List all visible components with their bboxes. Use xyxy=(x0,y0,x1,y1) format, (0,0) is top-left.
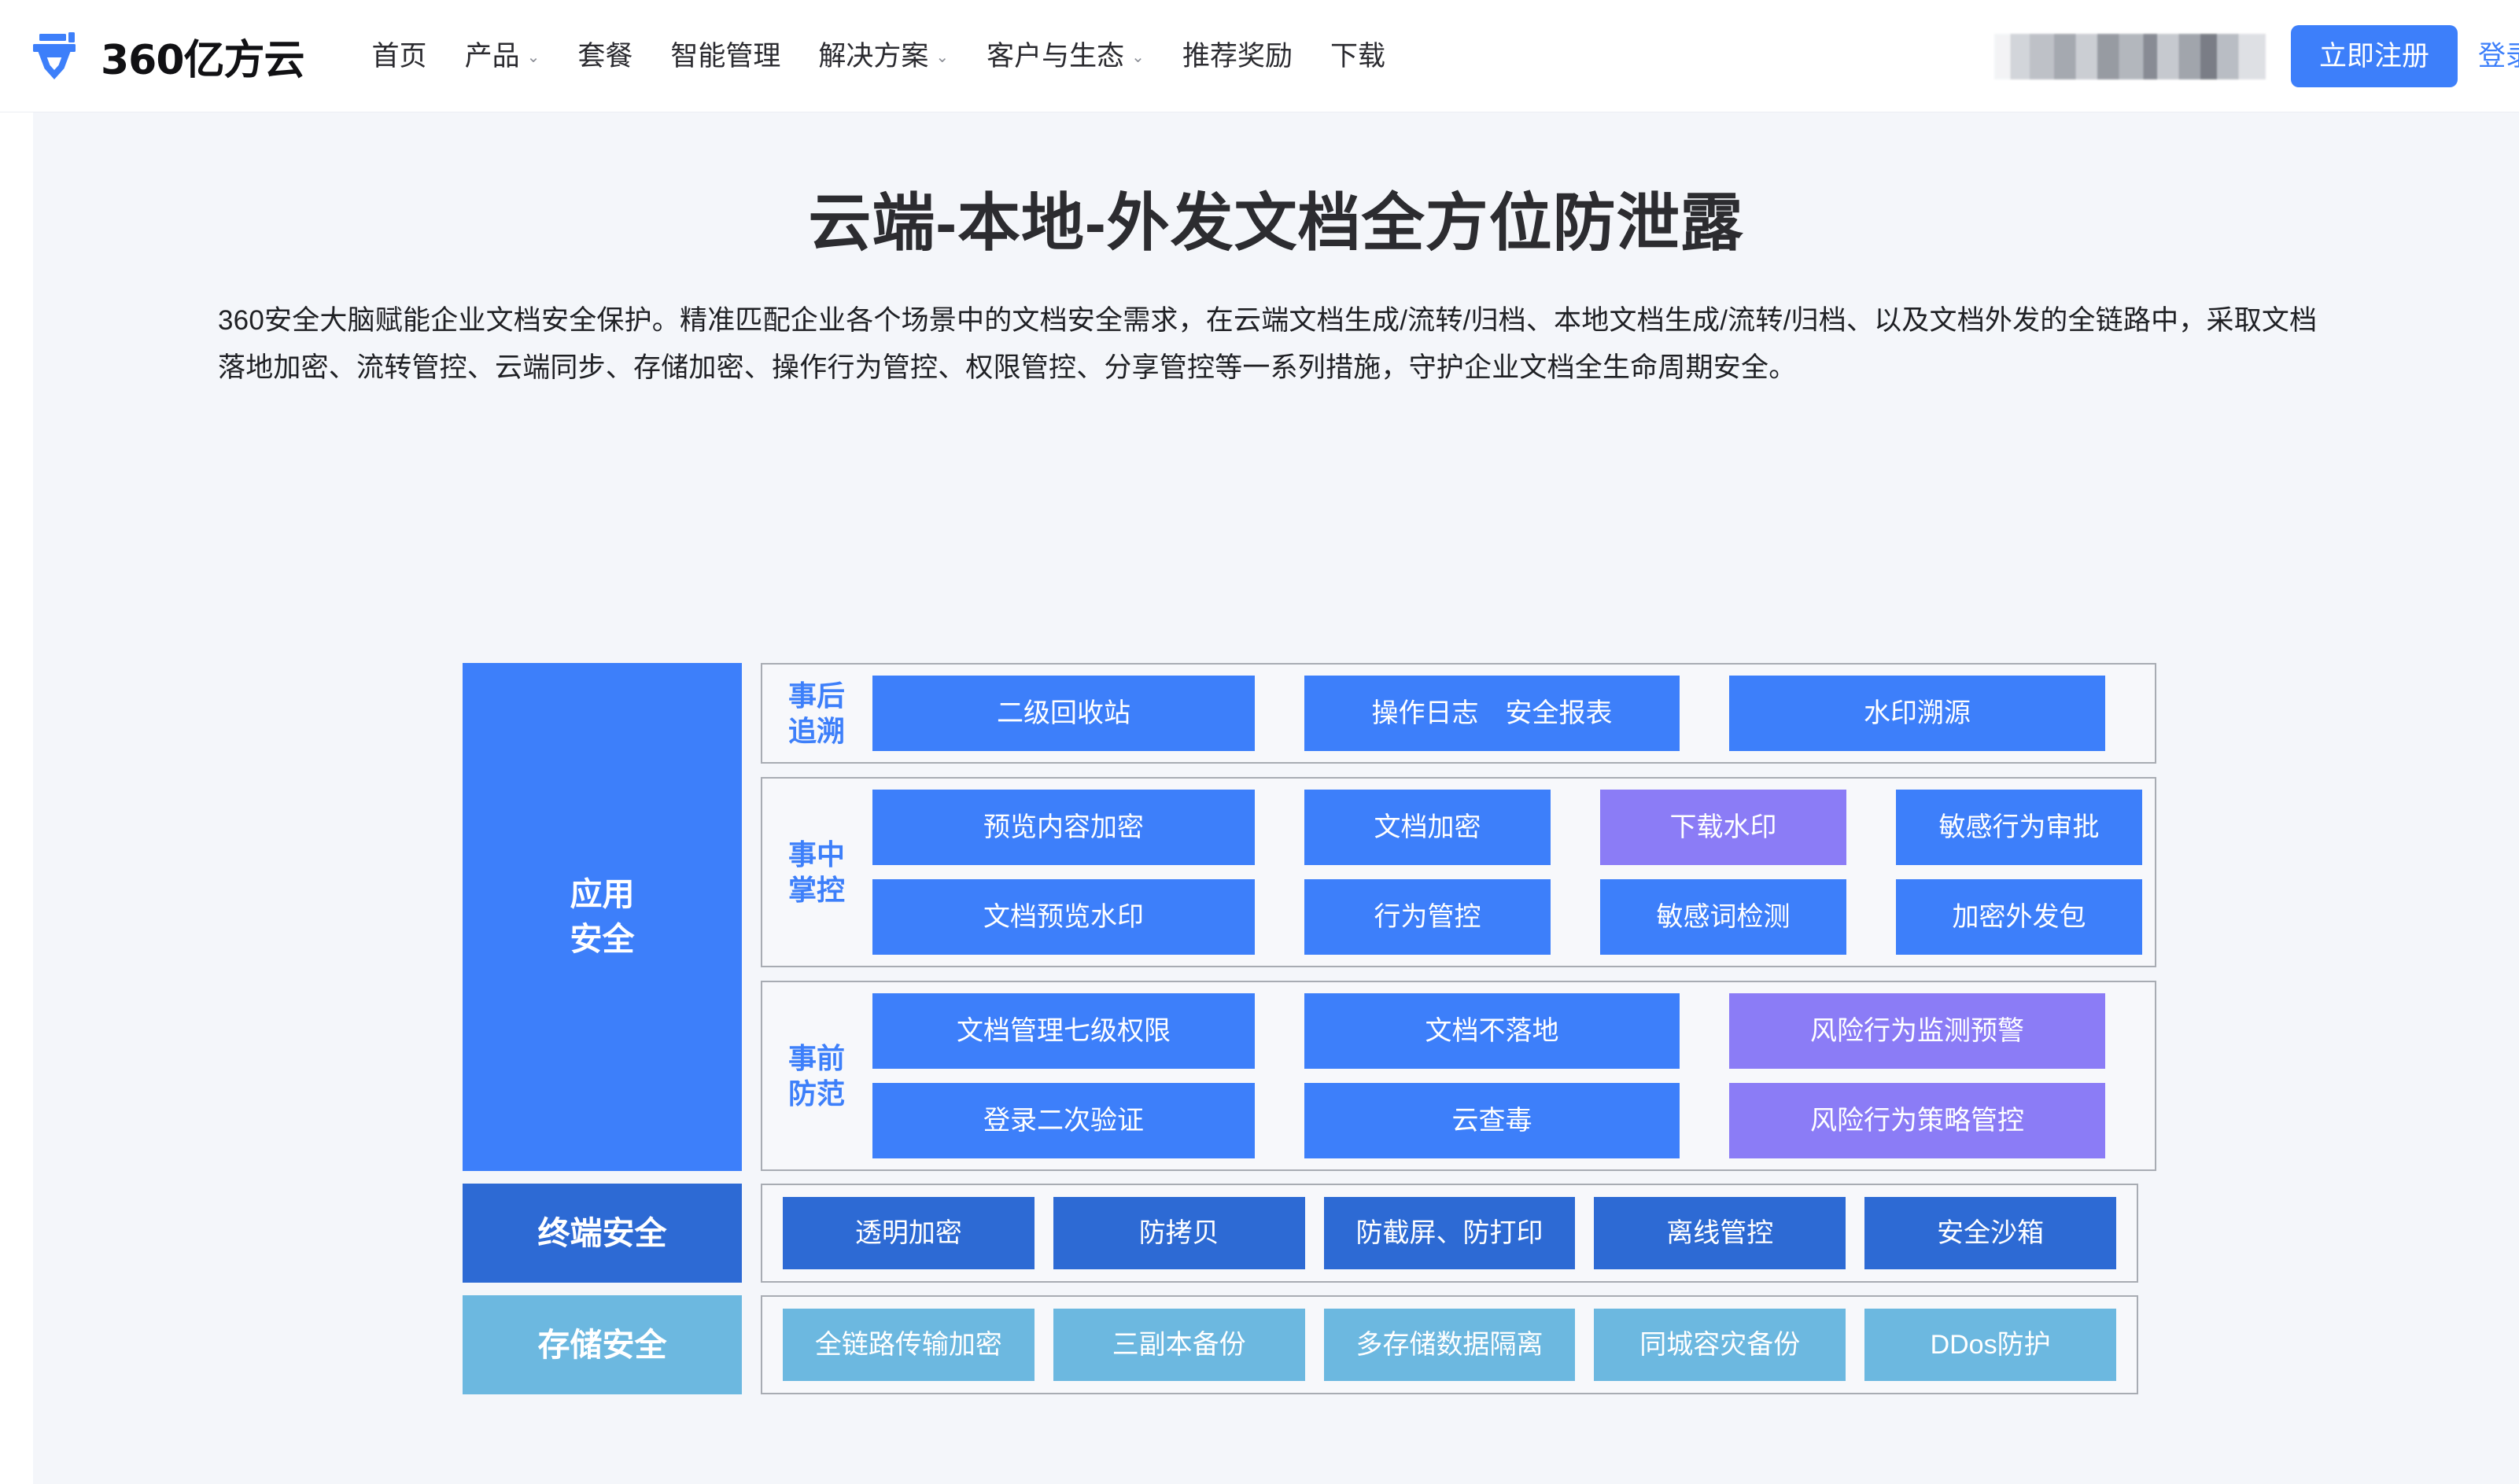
security-architecture-diagram: 应用 安全 事后 追溯 二级回收站 操 xyxy=(463,663,2156,1394)
phase-tile-grid: 文档管理七级权限 文档不落地 风险行为监测预警 登录二次验证 云查毒 风险行为策… xyxy=(872,993,2142,1158)
phase-pre-incident-prevention: 事前 防范 文档管理七级权限 文档不落地 风险行为监测预警 登录二次验证 云查毒 xyxy=(761,981,2156,1171)
feature-tile[interactable]: 防截屏、防打印 xyxy=(1323,1197,1576,1269)
feature-tile[interactable]: 防拷贝 xyxy=(1053,1197,1305,1269)
feature-tile[interactable]: DDos防护 xyxy=(1864,1309,2116,1381)
phase-tile-line: 文档预览水印 行为管控 敏感词检测 加密外发包 xyxy=(872,879,2142,955)
phase-label-line1: 事后 xyxy=(787,679,845,712)
storage-security-label: 存储安全 xyxy=(463,1295,742,1394)
phase-tile-line: 预览内容加密 文档加密 下载水印 敏感行为审批 xyxy=(872,790,2142,865)
chevron-down-icon: ⌄ xyxy=(526,49,540,66)
page-body: 云端-本地-外发文档全方位防泄露 360安全大脑赋能企业文档安全保护。精准匹配企… xyxy=(0,112,2519,1484)
application-security-phases: 事后 追溯 二级回收站 操作日志 安全报表 水印溯源 xyxy=(761,663,2156,1171)
phase-label: 事中 掌控 xyxy=(775,790,858,955)
phase-label: 事后 追溯 xyxy=(775,676,858,751)
feature-tile[interactable]: 操作日志 安全报表 xyxy=(1304,676,1680,751)
chevron-down-icon: ⌄ xyxy=(1131,49,1145,66)
app-label-line2: 安全 xyxy=(570,921,635,957)
app-label-line1: 应用 xyxy=(570,876,635,913)
phase-label-line2: 追溯 xyxy=(787,715,845,747)
brand-logo[interactable]: 360亿方云 xyxy=(27,26,305,86)
feature-tile[interactable]: 离线管控 xyxy=(1594,1197,1846,1269)
diagram-row-application-security: 应用 安全 事后 追溯 二级回收站 操 xyxy=(463,663,2156,1171)
nav-item-referral-rewards[interactable]: 推荐奖励 xyxy=(1164,42,1311,70)
login-link[interactable]: 登录 xyxy=(2477,41,2519,72)
redacted-banner xyxy=(1993,33,2266,79)
phase-tile-line: 二级回收站 操作日志 安全报表 水印溯源 xyxy=(872,676,2142,751)
nav-links: 首页 产品 ⌄ 套餐 智能管理 解决方案 ⌄ 客户与生态 ⌄ 推荐奖励 下载 xyxy=(353,42,1404,70)
feature-tile[interactable]: 敏感词检测 xyxy=(1600,879,1846,955)
nav-right-actions: 立即注册 登录 xyxy=(1993,0,2519,112)
feature-tile[interactable]: 透明加密 xyxy=(783,1197,1035,1269)
feature-tile-highlighted[interactable]: 风险行为策略管控 xyxy=(1729,1083,2105,1158)
nav-item-label: 推荐奖励 xyxy=(1182,40,1293,72)
nav-item-label: 解决方案 xyxy=(818,40,929,72)
page-title: 云端-本地-外发文档全方位防泄露 xyxy=(808,188,1744,258)
feature-tile[interactable]: 加密外发包 xyxy=(1896,879,2142,955)
phase-tile-line: 文档管理七级权限 文档不落地 风险行为监测预警 xyxy=(872,993,2142,1069)
register-button[interactable]: 立即注册 xyxy=(2290,25,2458,87)
feature-tile[interactable]: 云查毒 xyxy=(1304,1083,1680,1158)
phase-label-line1: 事中 xyxy=(787,838,845,871)
feature-tile-highlighted[interactable]: 风险行为监测预警 xyxy=(1729,993,2105,1069)
phase-post-incident-traceability: 事后 追溯 二级回收站 操作日志 安全报表 水印溯源 xyxy=(761,663,2156,764)
nav-item-packages[interactable]: 套餐 xyxy=(559,42,651,70)
nav-item-label: 套餐 xyxy=(577,40,633,72)
feature-tile[interactable]: 同城容灾备份 xyxy=(1594,1309,1846,1381)
feature-tile[interactable]: 文档管理七级权限 xyxy=(872,993,1255,1069)
feature-tile[interactable]: 登录二次验证 xyxy=(872,1083,1255,1158)
feature-tile[interactable]: 全链路传输加密 xyxy=(783,1309,1035,1381)
storage-security-items: 全链路传输加密 三副本备份 多存储数据隔离 同城容灾备份 DDos防护 xyxy=(761,1295,2138,1394)
feature-tile[interactable]: 预览内容加密 xyxy=(872,790,1255,865)
nav-item-label: 产品 xyxy=(464,40,520,72)
feature-tile[interactable]: 文档加密 xyxy=(1304,790,1551,865)
nav-item-download[interactable]: 下载 xyxy=(1311,42,1404,70)
chevron-down-icon: ⌄ xyxy=(935,49,950,66)
nav-item-label: 首页 xyxy=(371,40,427,72)
diagram-row-terminal-security: 终端安全 透明加密 防拷贝 防截屏、防打印 离线管控 安全沙箱 xyxy=(463,1184,2138,1283)
top-navigation-bar: 360亿方云 首页 产品 ⌄ 套餐 智能管理 解决方案 ⌄ 客户与生态 ⌄ 推荐… xyxy=(0,0,2519,112)
storage-tile-row: 全链路传输加密 三副本备份 多存储数据隔离 同城容灾备份 DDos防护 xyxy=(761,1295,2138,1394)
feature-tile[interactable]: 二级回收站 xyxy=(872,676,1255,751)
phase-tile-grid: 二级回收站 操作日志 安全报表 水印溯源 xyxy=(872,676,2142,751)
terminal-security-items: 透明加密 防拷贝 防截屏、防打印 离线管控 安全沙箱 xyxy=(761,1184,2138,1283)
feature-tile[interactable]: 安全沙箱 xyxy=(1864,1197,2116,1269)
nav-item-label: 下载 xyxy=(1330,40,1385,72)
terminal-tile-row: 透明加密 防拷贝 防截屏、防打印 离线管控 安全沙箱 xyxy=(761,1184,2138,1283)
nav-item-solutions[interactable]: 解决方案 ⌄ xyxy=(799,42,968,70)
feature-tile[interactable]: 行为管控 xyxy=(1304,879,1551,955)
feature-tile[interactable]: 三副本备份 xyxy=(1053,1309,1305,1381)
feature-tile[interactable]: 多存储数据隔离 xyxy=(1323,1309,1576,1381)
application-security-label: 应用 安全 xyxy=(463,663,742,1171)
brand-logo-text: 360亿方云 xyxy=(101,36,305,84)
feature-tile[interactable]: 文档不落地 xyxy=(1304,993,1680,1069)
nav-item-label: 智能管理 xyxy=(670,40,781,72)
phase-label-line2: 防范 xyxy=(787,1077,845,1110)
terminal-security-label: 终端安全 xyxy=(463,1184,742,1283)
nav-item-smart-management[interactable]: 智能管理 xyxy=(651,42,799,70)
page-description: 360安全大脑赋能企业文档安全保护。精准匹配企业各个场景中的文档安全需求，在云端… xyxy=(218,305,2318,384)
feature-tile[interactable]: 敏感行为审批 xyxy=(1896,790,2142,865)
phase-label: 事前 防范 xyxy=(775,993,858,1158)
nav-item-customers-ecosystem[interactable]: 客户与生态 ⌄ xyxy=(968,42,1164,70)
phase-tile-line: 登录二次验证 云查毒 风险行为策略管控 xyxy=(872,1083,2142,1158)
diagram-row-storage-security: 存储安全 全链路传输加密 三副本备份 多存储数据隔离 同城容灾备份 DDos防护 xyxy=(463,1295,2138,1394)
phase-label-line2: 掌控 xyxy=(787,874,845,906)
nav-item-home[interactable]: 首页 xyxy=(353,42,446,70)
nav-item-products[interactable]: 产品 ⌄ xyxy=(446,42,559,70)
brand-logo-icon xyxy=(33,32,76,79)
feature-tile-highlighted[interactable]: 下载水印 xyxy=(1600,790,1846,865)
phase-in-progress-control: 事中 掌控 预览内容加密 文档加密 下载水印 敏感行为审批 文档预览水印 xyxy=(761,777,2156,967)
feature-tile[interactable]: 水印溯源 xyxy=(1729,676,2105,751)
phase-label-line1: 事前 xyxy=(787,1042,845,1074)
phase-tile-grid: 预览内容加密 文档加密 下载水印 敏感行为审批 文档预览水印 行为管控 敏感词检… xyxy=(872,790,2142,955)
nav-item-label: 客户与生态 xyxy=(987,40,1125,72)
feature-tile[interactable]: 文档预览水印 xyxy=(872,879,1255,955)
